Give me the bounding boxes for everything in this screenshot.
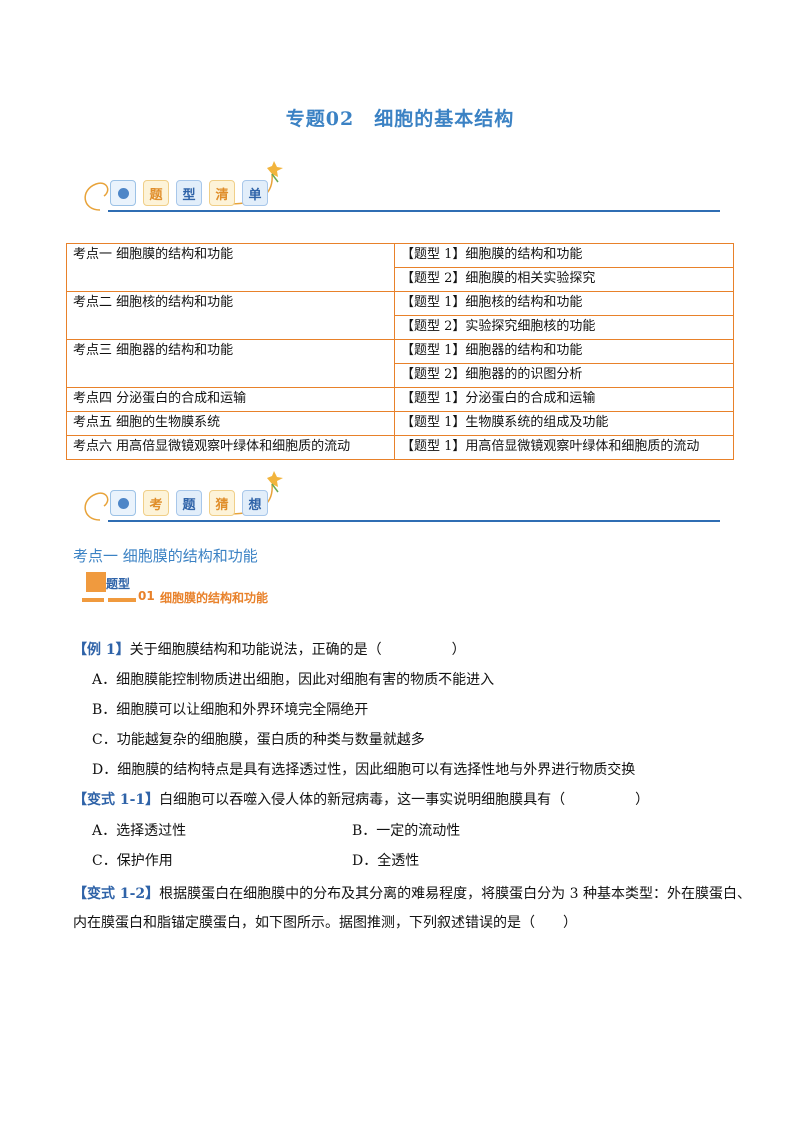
option-c: C．保护作用: [92, 853, 173, 869]
tixing-cell: 【题型 1】细胞器的结构和功能: [394, 339, 734, 364]
banner-divider: [108, 520, 720, 522]
variant-1-1-stem: 【变式 1-1】白细胞可以吞噬入侵人体的新冠病毒，这一事实说明细胞膜具有（ ）: [73, 790, 649, 810]
badge-bar: [108, 598, 136, 602]
option-b: B．细胞膜可以让细胞和外界环境完全隔绝开: [92, 702, 369, 718]
option-d: D．全透性: [352, 853, 420, 869]
banner1-char: 单: [242, 180, 268, 206]
variant-1-2-stem: 【变式 1-2】根据膜蛋白在细胞膜中的分布及其分离的难易程度，将膜蛋白分为 3 …: [73, 884, 751, 904]
banner2-char: 猜: [209, 490, 235, 516]
kaodian-cell: 考点四 分泌蛋白的合成和运输: [66, 387, 395, 412]
table-row: 考点一 细胞膜的结构和功能 【题型 1】细胞膜的结构和功能: [66, 243, 734, 292]
tixing-cell: 【题型 1】细胞核的结构和功能: [394, 291, 734, 316]
badge-name: 细胞膜的结构和功能: [160, 591, 269, 605]
option-b: B．一定的流动性: [352, 823, 461, 839]
table-row: 考点三 细胞器的结构和功能 【题型 1】细胞器的结构和功能: [66, 339, 734, 388]
variant-tag: 【变式 1-1】: [73, 792, 160, 808]
table-row: 考点六 用高倍显微镜观察叶绿体和细胞质的流动 【题型 1】用高倍显微镜观察叶绿体…: [66, 435, 734, 460]
topics-table: 考点一 细胞膜的结构和功能 【题型 1】细胞膜的结构和功能 【题型 2】细胞膜的…: [66, 243, 734, 460]
example-1-stem: 【例 1】关于细胞膜结构和功能说法，正确的是（ ）: [73, 640, 466, 660]
variant-1-2-stem-line2: 内在膜蛋白和脂锚定膜蛋白，如下图所示。据图推测，下列叙述错误的是（ ）: [73, 915, 577, 931]
dot-icon: [110, 180, 136, 206]
example-tag: 【例 1】: [73, 642, 130, 658]
banner-kaoti-caixiang: 考 题 猜 想: [78, 470, 720, 530]
banner1-char: 型: [176, 180, 202, 206]
banner2-char: 考: [143, 490, 169, 516]
banner-tixing-qingdan: 题 型 清 单: [78, 160, 720, 220]
option-a: A．细胞膜能控制物质进出细胞，因此对细胞有害的物质不能进入: [92, 672, 495, 688]
table-row: 考点四 分泌蛋白的合成和运输 【题型 1】分泌蛋白的合成和运输: [66, 387, 734, 412]
badge-bar: [82, 598, 104, 602]
option-a: A．选择透过性: [92, 823, 187, 839]
kaodian-cell: 考点二 细胞核的结构和功能: [66, 291, 395, 340]
kaodian-cell: 考点五 细胞的生物膜系统: [66, 411, 395, 436]
tixing-cell: 【题型 2】细胞器的的识图分析: [394, 363, 734, 388]
banner1-char: 清: [209, 180, 235, 206]
badge-square: [86, 572, 106, 592]
kaodian-cell: 考点六 用高倍显微镜观察叶绿体和细胞质的流动: [66, 435, 395, 460]
table-row: 考点二 细胞核的结构和功能 【题型 1】细胞核的结构和功能: [66, 291, 734, 340]
option-d: D．细胞膜的结构特点是具有选择透过性，因此细胞可以有选择性地与外界进行物质交换: [92, 762, 636, 778]
question-text: 白细胞可以吞噬入侵人体的新冠病毒，这一事实说明细胞膜具有（ ）: [159, 792, 650, 808]
option-c: C．功能越复杂的细胞膜，蛋白质的种类与数量就越多: [92, 732, 425, 748]
tixing-cell: 【题型 1】细胞膜的结构和功能: [394, 243, 734, 268]
tixing-cell: 【题型 1】生物膜系统的组成及功能: [394, 411, 734, 436]
banner1-char: 题: [143, 180, 169, 206]
banner2-char: 题: [176, 490, 202, 516]
dot-icon: [110, 490, 136, 516]
badge-text: 题型: [106, 577, 131, 591]
variant-tag: 【变式 1-2】: [73, 886, 160, 902]
question-text: 根据膜蛋白在细胞膜中的分布及其分离的难易程度，将膜蛋白分为 3 种基本类型：外在…: [159, 886, 751, 902]
tixing-cell: 【题型 2】实验探究细胞核的功能: [394, 315, 734, 340]
tixing-cell: 【题型 2】细胞膜的相关实验探究: [394, 267, 734, 292]
banner-divider: [108, 210, 720, 212]
tixing-cell: 【题型 1】用高倍显微镜观察叶绿体和细胞质的流动: [394, 435, 734, 460]
tixing-cell: 【题型 1】分泌蛋白的合成和运输: [394, 387, 734, 412]
question-text: 关于细胞膜结构和功能说法，正确的是（ ）: [129, 642, 466, 658]
banner2-char: 想: [242, 490, 268, 516]
kaodian-cell: 考点三 细胞器的结构和功能: [66, 339, 395, 388]
kaodian-cell: 考点一 细胞膜的结构和功能: [66, 243, 395, 292]
page-title: 专题02 细胞的基本结构: [285, 108, 515, 130]
table-row: 考点五 细胞的生物膜系统 【题型 1】生物膜系统的组成及功能: [66, 411, 734, 436]
badge-number: 01: [138, 589, 155, 603]
section-heading: 考点一 细胞膜的结构和功能: [73, 547, 258, 565]
question-type-badge: 题型 01 细胞膜的结构和功能: [82, 572, 312, 608]
